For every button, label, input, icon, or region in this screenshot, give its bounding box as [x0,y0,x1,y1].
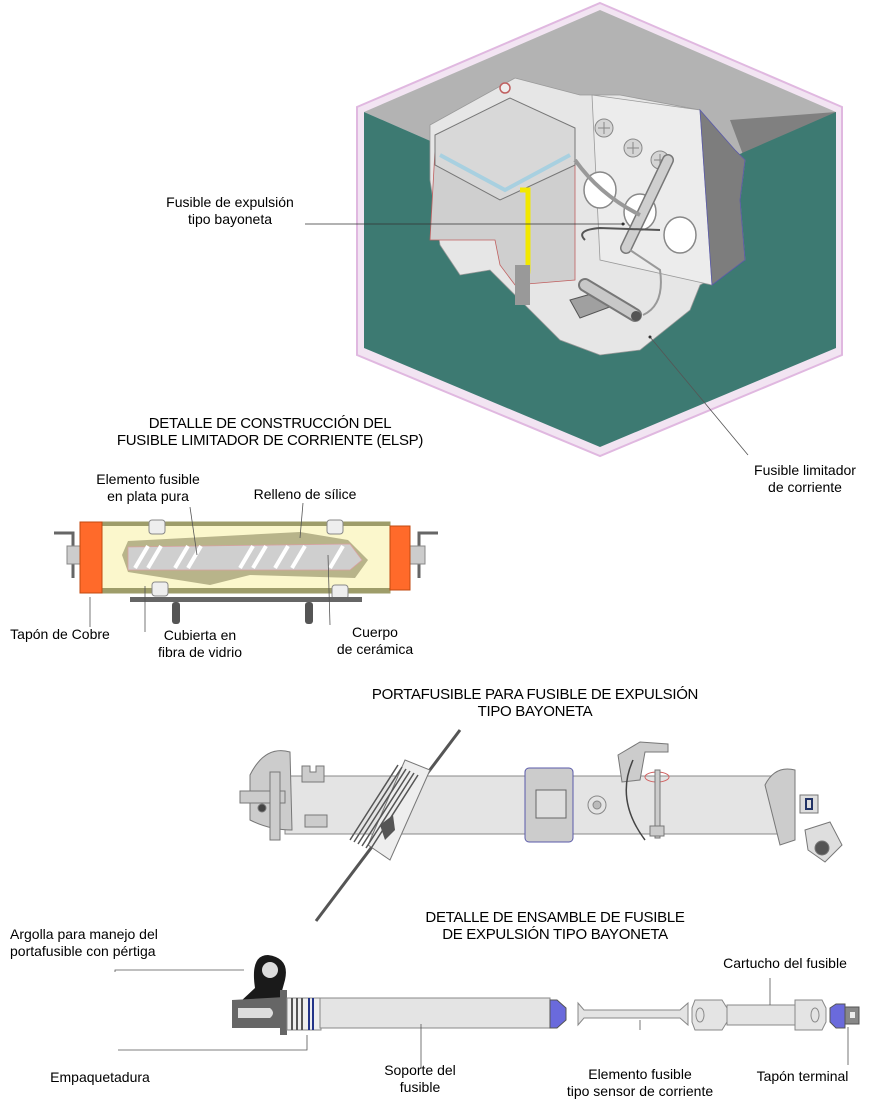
transformer-lid [434,97,576,201]
glass-fiber-cover-top [100,522,390,526]
label-line: Cartucho del fusible [723,955,847,971]
title-line: DE EXPULSIÓN TIPO BAYONETA [442,926,668,943]
title-line: DETALLE DE CONSTRUCCIÓN DEL [148,415,392,432]
holder-latch [617,741,670,841]
limiting-fuse [569,249,662,322]
holder-left-end [239,750,328,841]
label-ceramic-body: Cuerpo de cerámica [325,624,425,658]
label-line: Empaquetadura [50,1069,150,1085]
label-silver-element: Elemento fusible en plata pura [73,471,223,505]
enclosure-illustration [305,1,843,458]
holder-right-end [764,768,843,863]
barrier-plate [314,729,462,922]
handling-ring [232,955,293,1035]
label-terminal-plug: Tapón terminal [740,1068,865,1085]
bayonet-fuse [573,154,674,254]
fuse-support [319,997,551,1029]
wire-lead [581,226,661,241]
lid-gasket [439,153,571,193]
mounting-post [305,602,313,624]
leader-limiter [649,336,749,456]
holder-clamp [524,767,607,843]
sensor-element [577,1001,689,1027]
label-glass-fiber-cover: Cubierta en fibra de vidrio [135,627,265,661]
label-line: Cubierta en [163,627,237,643]
label-line: de corriente [768,479,842,495]
standoff-insulators [148,519,349,600]
terminal-plug [829,1003,860,1029]
label-line: Soporte del [384,1062,456,1078]
elsp-illustration [54,502,438,632]
label-sensor-element: Elemento fusible tipo sensor de corrient… [540,1066,740,1100]
label-gasket: Empaquetadura [30,1069,170,1086]
label-expulsion-fuse: Fusible de expulsión tipo bayoneta [150,194,310,228]
elsp-leaders [89,502,331,632]
title-line: TIPO BAYONETA [477,703,593,720]
label-line: portafusible con pértiga [10,943,156,959]
copper-cap-right [389,525,411,591]
fuse-cartridge [691,999,827,1031]
title-line: FUSIBLE LIMITADOR DE CORRIENTE (ELSP) [116,432,424,449]
label-line: Argolla para manejo del [10,926,158,942]
element-spirals [133,544,345,570]
enclosure-side-wall [699,108,746,286]
label-handling-ring: Argolla para manejo del portafusible con… [10,926,215,960]
holder-title: PORTAFUSIBLE PARA FUSIBLE DE EXPULSIÓN T… [315,686,755,720]
assembly-title: DETALLE DE ENSAMBLE DE FUSIBLE DE EXPULS… [380,909,730,943]
copper-cap-left [79,521,103,594]
label-line: de cerámica [336,641,414,657]
leader-dot [621,222,625,226]
label-copper-cap: Tapón de Cobre [0,626,120,643]
label-line: Fusible limitador [754,462,856,478]
label-limiter-fuse: Fusible limitador de corriente [735,462,875,496]
tank-leg [515,265,530,305]
label-line: Tapón de Cobre [10,626,110,642]
label-line: tipo bayoneta [187,211,273,227]
holder-illustration [239,729,843,922]
label-fuse-cartridge: Cartucho del fusible [705,955,865,972]
title-line: PORTAFUSIBLE PARA FUSIBLE DE EXPULSIÓN [371,686,699,703]
lifting-eye [499,82,511,94]
label-silica-fill: Relleno de sílice [240,486,370,503]
leader-dot [648,335,652,339]
elsp-title: DETALLE DE CONSTRUCCIÓN DEL FUSIBLE LIMI… [60,415,480,449]
label-line: tipo sensor de corriente [566,1083,714,1099]
label-line: Relleno de sílice [253,486,357,502]
label-line: fusible [399,1079,441,1095]
title-line: DETALLE DE ENSAMBLE DE FUSIBLE [425,909,685,926]
assembly-leaders [114,969,849,1068]
gasket [286,997,322,1031]
support-cap [549,999,567,1029]
label-line: Elemento fusible [588,1066,692,1082]
label-line: Elemento fusible [96,471,200,487]
mounting-bar [130,597,362,602]
label-fuse-support: Soporte del fusible [370,1062,470,1096]
glass-fiber-cover-bottom [100,588,390,593]
label-line: fibra de vidrio [157,644,243,660]
label-line: Tapón terminal [756,1068,849,1084]
label-line: en plata pura [107,488,189,504]
mounting-post [172,602,180,624]
label-line: Cuerpo [352,624,398,640]
right-terminal [406,531,438,578]
label-line: Fusible de expulsión [166,194,294,210]
